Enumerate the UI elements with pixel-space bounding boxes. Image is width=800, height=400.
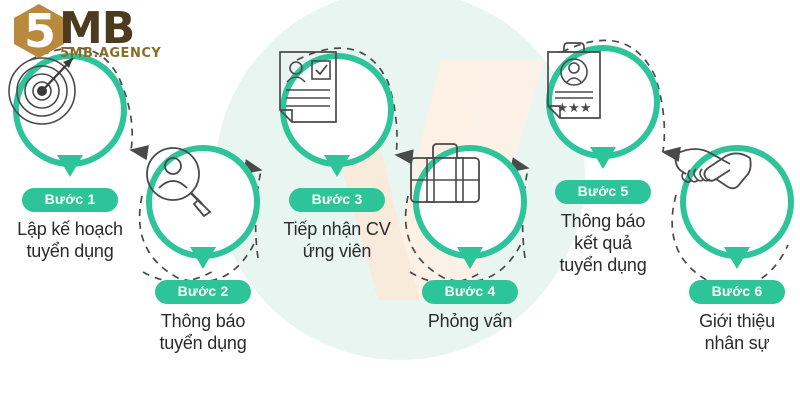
step-2-caption-line-1: Thông báo <box>160 311 246 331</box>
brand-logo[interactable]: 5 MB 5MB.AGENCY <box>4 2 189 61</box>
step-1-badge: Bước 1 <box>22 188 118 212</box>
step-6-caption: Giới thiệu nhân sự <box>662 310 800 354</box>
step-2-icon-container <box>138 140 268 270</box>
step-6-caption-line-2: nhân sự <box>704 333 770 353</box>
step-2-caption-line-2: tuyển dụng <box>159 333 247 353</box>
step-5-caption-line-3: tuyển dụng <box>559 255 647 275</box>
step-1-caption-line-2: tuyển dụng <box>26 241 114 261</box>
step-5[interactable]: ★★★ Bước 5 Thông báo kết quả tuyển dụng <box>528 40 678 276</box>
step-4-caption-line-1: Phỏng vấn <box>427 311 513 331</box>
step-5-caption-line-1: Thông báo <box>560 211 646 231</box>
step-5-caption: Thông báo kết quả tuyển dụng <box>528 210 678 276</box>
step-5-caption-line-2: kết quả <box>574 233 632 253</box>
step-5-bubble: ★★★ <box>538 40 668 170</box>
step-3-badge: Bước 3 <box>289 188 385 212</box>
step-2-bubble <box>138 140 268 270</box>
step-2-caption: Thông báo tuyển dụng <box>128 310 278 354</box>
step-2-badge: Bước 2 <box>155 280 251 304</box>
step-6-icon-container <box>672 140 800 270</box>
step-1-caption-line-1: Lập kế hoạch <box>17 219 123 239</box>
step-1-icon-container <box>5 48 135 178</box>
briefcase-icon <box>410 143 480 203</box>
handshake-icon <box>674 148 752 190</box>
step-4[interactable]: Bước 4 Phỏng vấn <box>395 140 545 332</box>
step-4-bubble <box>405 140 535 270</box>
step-3[interactable]: Bước 3 Tiếp nhận CV ứng viên <box>262 48 412 262</box>
logo-tagline: 5MB.AGENCY <box>60 46 162 61</box>
step-1-caption: Lập kế hoạch tuyển dụng <box>0 218 145 262</box>
step-3-caption-line-2: ứng viên <box>302 241 372 261</box>
step-5-badge: Bước 5 <box>555 180 651 204</box>
step-2[interactable]: Bước 2 Thông báo tuyển dụng <box>128 140 278 354</box>
step-6-badge: Bước 6 <box>689 280 785 304</box>
step-4-caption: Phỏng vấn <box>395 310 545 332</box>
step-1-bubble <box>5 48 135 178</box>
clipboard-profile-stars-icon: ★★★ <box>547 42 601 119</box>
person-magnifier-icon <box>146 147 212 218</box>
step-4-icon-container <box>405 140 535 270</box>
step-3-bubble <box>272 48 402 178</box>
step-6-caption-line-1: Giới thiệu <box>699 311 775 331</box>
step-6[interactable]: Bước 6 Giới thiệu nhân sự <box>662 140 800 354</box>
step-5-icon-container: ★★★ <box>538 40 668 170</box>
step-1[interactable]: Bước 1 Lập kế hoạch tuyển dụng <box>0 48 145 262</box>
step-6-bubble <box>672 140 800 270</box>
svg-text:★★★: ★★★ <box>557 101 592 116</box>
step-3-icon-container <box>272 48 402 178</box>
step-4-badge: Bước 4 <box>422 280 518 304</box>
logo-hexagon-icon <box>14 4 64 58</box>
logo-name-text: MB <box>59 3 135 54</box>
logo-mark-text: 5 <box>24 4 56 58</box>
step-3-caption: Tiếp nhận CV ứng viên <box>262 218 412 262</box>
step-3-caption-line-1: Tiếp nhận CV <box>283 219 391 239</box>
cv-document-icon <box>279 51 337 123</box>
